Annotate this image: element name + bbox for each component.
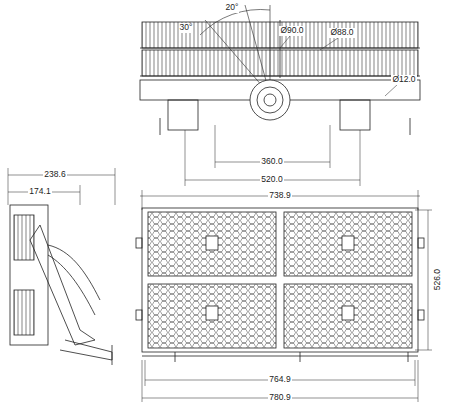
dimension-label: 238.6 (43, 170, 66, 179)
dimension-label: 20° (225, 3, 240, 12)
top-view (140, 5, 420, 186)
dimension-label: 780.9 (268, 393, 291, 402)
dimension-label: 360.0 (260, 157, 283, 166)
dimension-label: Ø90.0 (279, 26, 304, 35)
dimension-label: Ø88.0 (329, 28, 354, 37)
dimension-label: 764.9 (268, 375, 291, 384)
front-view (136, 190, 432, 402)
dimension-label: 738.9 (268, 191, 291, 200)
dimension-label: 174.1 (28, 187, 51, 196)
side-view (8, 168, 115, 365)
dimension-label: Ø12.0 (391, 75, 416, 84)
dimension-label: 526.0 (433, 268, 442, 291)
dimension-label: 520.0 (260, 175, 283, 184)
dimension-label: 30° (179, 23, 194, 32)
